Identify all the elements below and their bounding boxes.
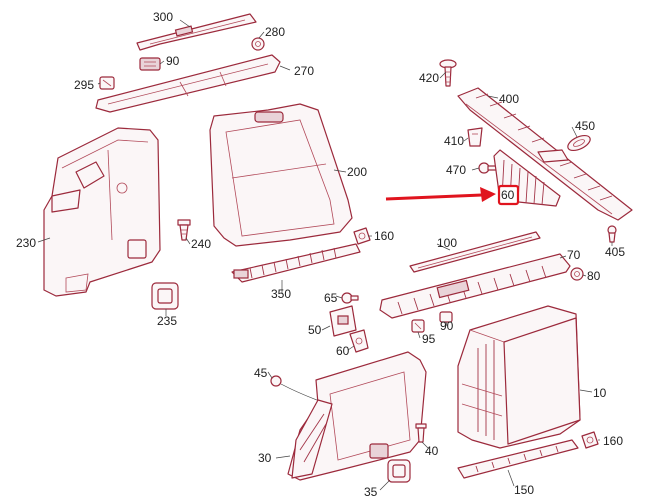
label-100[interactable]: 100 (437, 236, 457, 250)
part-100[interactable] (409, 231, 541, 273)
part-270[interactable] (95, 54, 281, 113)
part-410[interactable] (467, 127, 483, 147)
part-80[interactable] (570, 267, 584, 281)
label-240[interactable]: 240 (191, 237, 211, 251)
label-90-top[interactable]: 90 (166, 54, 180, 68)
label-60-highlighted[interactable]: 60 (501, 188, 515, 202)
part-10[interactable] (457, 305, 581, 449)
part-450[interactable] (566, 132, 593, 153)
part-90-top[interactable] (139, 57, 161, 71)
part-40[interactable] (415, 423, 427, 443)
label-450[interactable]: 450 (575, 119, 595, 133)
highlight-box (497, 184, 520, 206)
part-45[interactable] (270, 375, 323, 403)
part-400[interactable] (457, 87, 633, 221)
label-160-upper[interactable]: 160 (374, 229, 394, 243)
part-230[interactable] (43, 127, 161, 297)
part-200[interactable] (209, 103, 353, 247)
part-160-lower[interactable] (581, 431, 599, 449)
label-70[interactable]: 70 (567, 248, 581, 262)
highlight-arrow-head (480, 187, 496, 202)
part-350[interactable] (231, 243, 361, 283)
part-30[interactable] (287, 351, 427, 481)
label-150[interactable]: 150 (514, 483, 534, 497)
part-95[interactable] (411, 319, 425, 333)
part-280[interactable] (251, 37, 265, 51)
part-labels: 300 280 90 270 295 420 400 450 410 200 4… (16, 10, 625, 498)
part-235[interactable] (151, 282, 179, 310)
part-300[interactable] (136, 13, 257, 51)
part-160-upper[interactable] (353, 227, 371, 245)
part-70[interactable] (379, 253, 571, 319)
label-405[interactable]: 405 (605, 245, 625, 259)
label-160-lower[interactable]: 160 (603, 434, 623, 448)
label-50[interactable]: 50 (308, 323, 322, 337)
label-65[interactable]: 65 (324, 291, 338, 305)
part-65[interactable] (341, 292, 359, 304)
label-350[interactable]: 350 (271, 287, 291, 301)
part-240[interactable] (177, 219, 191, 241)
part-295[interactable] (99, 76, 115, 90)
label-280[interactable]: 280 (265, 25, 285, 39)
part-405[interactable] (607, 225, 617, 243)
label-235[interactable]: 235 (157, 314, 177, 328)
label-40[interactable]: 40 (425, 444, 439, 458)
label-300[interactable]: 300 (153, 10, 173, 24)
label-10[interactable]: 10 (593, 386, 607, 400)
label-410[interactable]: 410 (444, 134, 464, 148)
label-400[interactable]: 400 (499, 92, 519, 106)
label-295[interactable]: 295 (74, 78, 94, 92)
label-95[interactable]: 95 (422, 332, 436, 346)
label-35[interactable]: 35 (364, 485, 378, 498)
part-150[interactable] (457, 439, 579, 479)
label-80[interactable]: 80 (587, 269, 601, 283)
leader-lines (37, 19, 613, 491)
part-60-hook[interactable] (349, 329, 369, 353)
part-50[interactable] (329, 305, 357, 337)
part-35[interactable] (387, 459, 411, 483)
label-30[interactable]: 30 (258, 451, 272, 465)
part-420[interactable] (439, 59, 457, 87)
label-470[interactable]: 470 (446, 163, 466, 177)
label-270[interactable]: 270 (294, 64, 314, 78)
label-200[interactable]: 200 (347, 165, 367, 179)
label-230[interactable]: 230 (16, 236, 36, 250)
label-45[interactable]: 45 (254, 366, 268, 380)
label-90-lower[interactable]: 90 (440, 319, 454, 333)
label-420[interactable]: 420 (419, 71, 439, 85)
highlight-callout (385, 184, 520, 206)
highlight-arrow-shaft (385, 193, 483, 201)
label-60-lower[interactable]: 60 (336, 344, 350, 358)
